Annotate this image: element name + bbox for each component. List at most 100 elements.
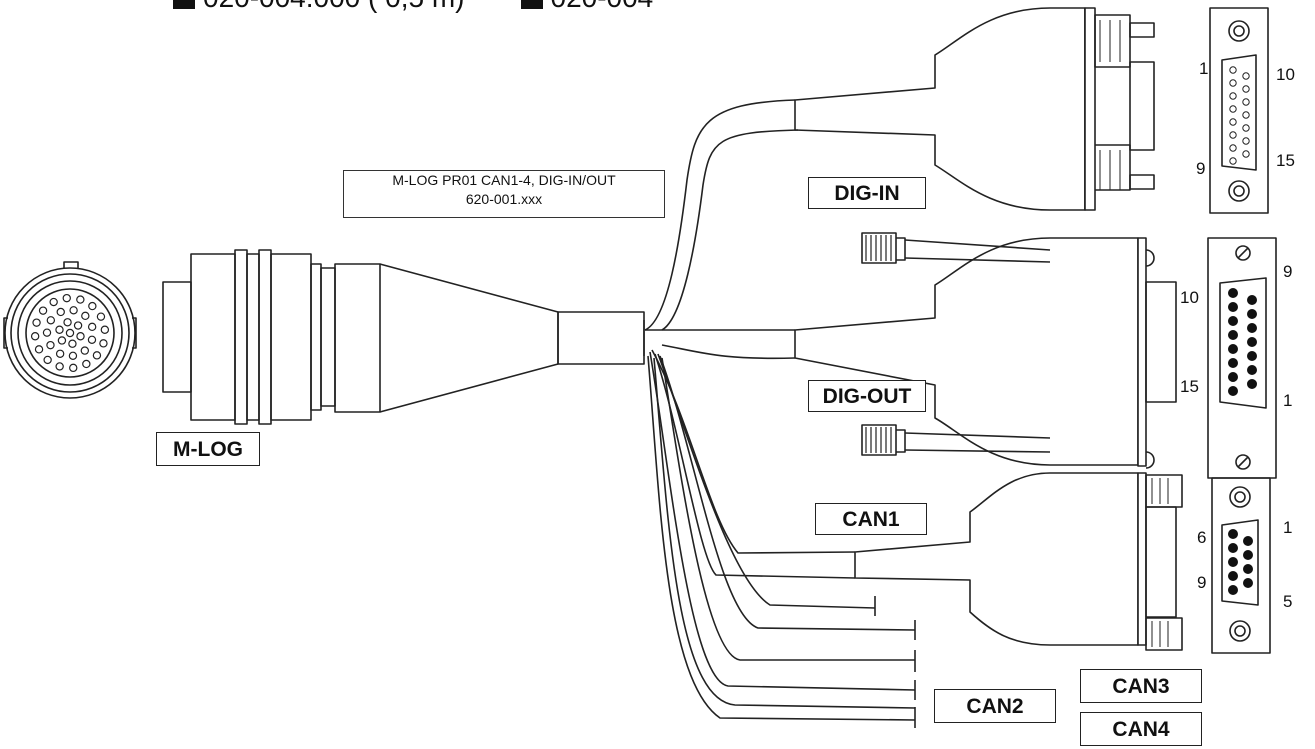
can1-connector — [854, 472, 1271, 654]
pin-dot — [55, 325, 64, 334]
pin-dot — [55, 362, 64, 371]
pin-dot — [1228, 302, 1238, 312]
pin-dot — [1228, 529, 1238, 539]
pin-dot — [1247, 309, 1257, 319]
pin-dot — [30, 332, 40, 341]
pin-label: 15 — [1180, 377, 1199, 396]
pin-dot — [68, 339, 77, 348]
pin-label: 9 — [1196, 159, 1206, 178]
pin-dot — [1242, 72, 1250, 80]
pin-dot — [81, 311, 90, 321]
pin-label: 10 — [1276, 65, 1295, 84]
pin-dot — [56, 307, 65, 317]
pin-dot — [55, 349, 65, 358]
pin-dot — [1228, 571, 1238, 581]
pin-dot — [1247, 337, 1257, 347]
pin-dot — [62, 293, 71, 303]
pin-dot — [1228, 372, 1238, 382]
pin-label: 15 — [1276, 151, 1295, 170]
pin-dot — [1228, 543, 1238, 553]
pin-dot — [69, 363, 78, 373]
pin-dot — [1247, 295, 1257, 305]
pin-dot — [46, 340, 55, 350]
pin-dot — [42, 328, 52, 337]
header-right-text: 020-004 — [551, 0, 654, 12]
pin-dot — [1228, 358, 1238, 368]
pin-dot — [1229, 92, 1237, 100]
pin-dot — [1229, 157, 1237, 165]
pin-dot — [34, 345, 44, 354]
pin-dot — [38, 306, 48, 315]
header-line: 020-004.000 ( 0,5 m) 020-004 — [173, 0, 653, 12]
pin-dot — [100, 325, 110, 334]
mlog-connector-body — [162, 249, 645, 425]
pin-dot — [88, 301, 97, 311]
pin-dot — [1228, 330, 1238, 340]
pin-dot — [1229, 144, 1237, 152]
label-can3: CAN3 — [1080, 669, 1202, 703]
pin-dot — [1229, 131, 1237, 139]
pin-dot — [1243, 550, 1253, 560]
pin-dot — [1228, 316, 1238, 326]
pin-dot — [82, 359, 91, 369]
pin-label: 9 — [1283, 262, 1293, 281]
pin-dot — [73, 321, 83, 330]
pin-dot — [1228, 585, 1238, 595]
pin-dot — [1242, 124, 1250, 132]
pin-dot — [92, 351, 102, 360]
pin-dot — [1247, 365, 1257, 375]
pin-label: 6 — [1197, 528, 1207, 547]
pin-dot — [49, 297, 58, 307]
header-left-text: 020-004.000 ( 0,5 m) — [203, 0, 465, 12]
pin-dot — [1228, 344, 1238, 354]
pin-dot — [1242, 111, 1250, 119]
part-number-box: M-LOG PR01 CAN1-4, DIG-IN/OUT 620-001.xx… — [343, 170, 665, 218]
pin-dot — [76, 295, 85, 304]
dig-out-connector — [794, 232, 1277, 479]
pin-dot — [1243, 536, 1253, 546]
pin-dot — [43, 355, 52, 365]
dig-in-connector — [794, 7, 1269, 214]
pin-dot — [1229, 79, 1237, 87]
pin-dot — [68, 351, 78, 361]
pin-dot — [65, 328, 75, 338]
pin-dot — [1242, 98, 1250, 106]
pin-dot — [1229, 105, 1237, 113]
mlog-connector-face — [3, 261, 137, 399]
pin-dot — [32, 318, 41, 327]
pin-dot — [69, 306, 78, 315]
pin-label: 5 — [1283, 592, 1293, 611]
pin-label: 10 — [1180, 288, 1199, 307]
label-can1: CAN1 — [815, 503, 927, 535]
pin-dot — [1243, 564, 1253, 574]
label-can2: CAN2 — [934, 689, 1056, 723]
pin-dot — [1242, 150, 1250, 158]
pin-dot — [1242, 137, 1250, 145]
pin-label: 1 — [1283, 518, 1293, 537]
pin-dot — [99, 339, 108, 348]
label-mlog: M-LOG — [156, 432, 260, 466]
label-can4: CAN4 — [1080, 712, 1202, 746]
mlog-pin-array — [30, 293, 110, 373]
pin-dot — [1243, 578, 1253, 588]
pin-dot — [57, 336, 67, 345]
pin-dot — [1228, 557, 1238, 567]
part-line-1: M-LOG PR01 CAN1-4, DIG-IN/OUT — [392, 172, 616, 188]
square-icon — [520, 0, 543, 9]
label-dig-out: DIG-OUT — [808, 380, 926, 412]
pin-dot — [87, 322, 97, 332]
pin-label: 9 — [1197, 573, 1207, 592]
pin-label: 1 — [1199, 59, 1209, 78]
pin-dot — [46, 316, 56, 325]
pin-dot — [1229, 66, 1237, 74]
pin-dot — [1247, 351, 1257, 361]
pin-dot — [1247, 323, 1257, 333]
pin-dot — [76, 332, 85, 341]
pin-dot — [96, 312, 106, 321]
pin-dot — [87, 335, 97, 344]
pin-dot — [63, 318, 72, 327]
part-line-2: 620-001.xxx — [465, 191, 543, 207]
pin-label: 1 — [1283, 391, 1293, 410]
square-icon — [173, 0, 195, 9]
